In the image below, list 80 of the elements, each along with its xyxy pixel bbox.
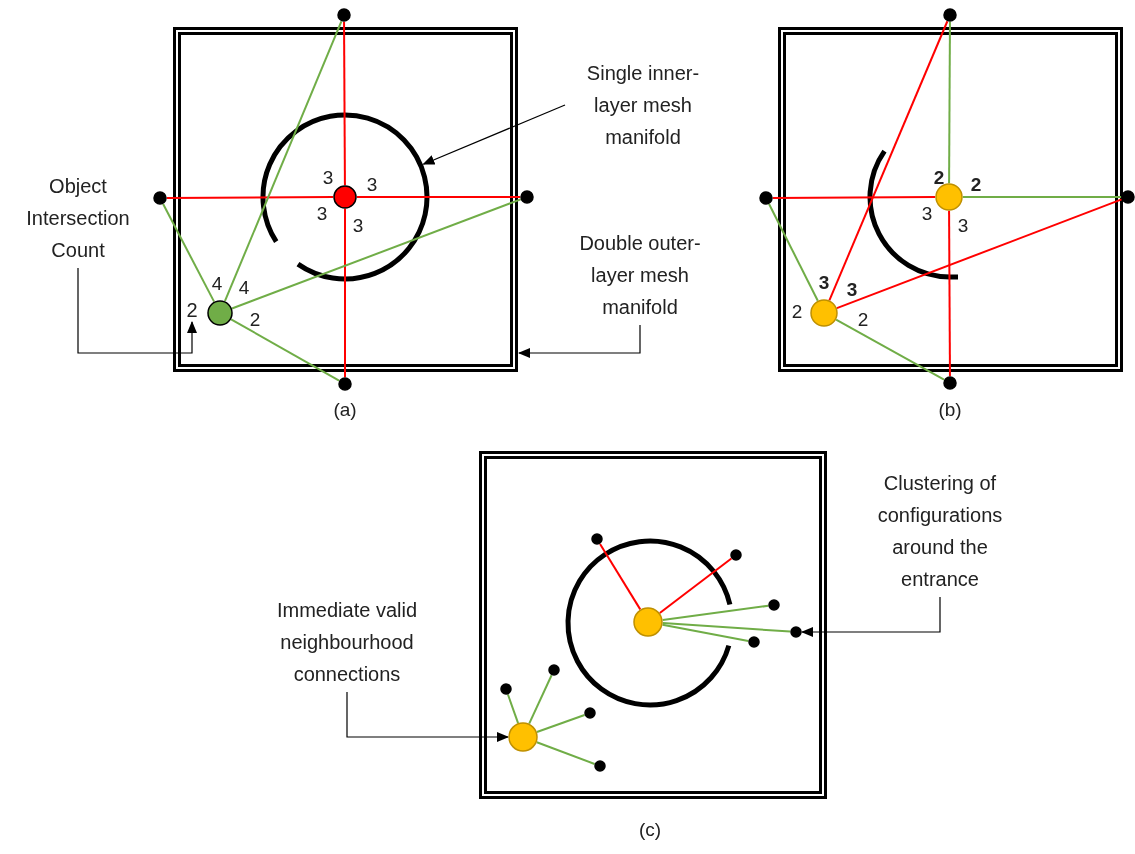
intersection-count: 3 — [818, 272, 830, 294]
dot — [336, 7, 352, 23]
callout-text: Double outer-layer mesh manifold — [565, 227, 715, 323]
dot — [499, 682, 513, 696]
connection-line — [948, 20, 951, 185]
connection-line — [599, 542, 642, 611]
intersection-count: 3 — [957, 215, 969, 237]
connection-line — [223, 20, 343, 303]
dot — [747, 635, 761, 649]
node-circle — [934, 182, 964, 212]
connection-line — [661, 604, 770, 621]
dot — [547, 663, 561, 677]
dot — [152, 190, 168, 206]
connection-line — [230, 318, 341, 382]
panel-caption: (c) — [638, 819, 662, 841]
connection-line — [528, 674, 553, 725]
intersection-count: 3 — [846, 279, 858, 301]
panel-caption: (b) — [938, 399, 962, 421]
dot — [942, 375, 958, 391]
leader-line — [422, 104, 566, 165]
connection-line — [961, 196, 1123, 198]
dot — [1120, 189, 1135, 205]
leader-line — [801, 596, 941, 637]
node-circle — [332, 184, 358, 210]
connection-line — [506, 693, 520, 725]
connection-line — [768, 203, 819, 302]
intersection-count: 2 — [791, 301, 803, 323]
callout-text: Immediate valid neighbourhood connections — [264, 594, 430, 690]
dot — [789, 625, 803, 639]
intersection-count: 4 — [238, 277, 250, 299]
node-circle — [632, 606, 664, 638]
connection-line — [343, 20, 346, 187]
intersection-count: 3 — [921, 203, 933, 225]
connection-line — [230, 198, 522, 310]
intersection-count: 4 — [211, 273, 223, 295]
connection-line — [535, 741, 596, 765]
dot — [758, 190, 774, 206]
intersection-count: 3 — [322, 167, 334, 189]
intersection-count: 3 — [316, 203, 328, 225]
dot — [593, 759, 607, 773]
intersection-count: 2 — [249, 309, 261, 331]
node-circle — [206, 299, 234, 327]
dot — [519, 189, 535, 205]
intersection-count: 3 — [352, 215, 364, 237]
double-border-square — [173, 27, 518, 372]
intersection-count: 2 — [857, 309, 869, 331]
dot — [729, 548, 743, 562]
dot — [942, 7, 958, 23]
connection-line — [344, 207, 346, 379]
intersection-count: 2 — [184, 299, 200, 321]
connection-line — [828, 20, 949, 302]
connection-line — [162, 203, 216, 303]
connection-line — [535, 713, 586, 733]
dot — [583, 706, 597, 720]
leader-line — [518, 324, 641, 358]
dot — [337, 376, 353, 392]
callout-text: Object Intersection Count — [13, 170, 143, 266]
intersection-count: 2 — [970, 174, 982, 196]
connection-line — [658, 557, 733, 615]
node-circle — [507, 721, 539, 753]
callout-text: Clustering of configurations around the entrance — [865, 467, 1015, 595]
intersection-count: 3 — [366, 174, 378, 196]
connection-line — [661, 622, 792, 633]
node-circle — [809, 298, 839, 328]
leader-line — [77, 267, 197, 354]
intersection-count: 2 — [933, 167, 945, 189]
connection-line — [835, 318, 946, 381]
double-border-square — [479, 451, 827, 799]
connection-line — [771, 196, 937, 199]
connection-line — [835, 198, 1123, 310]
double-border-square — [778, 27, 1123, 372]
connection-line — [165, 196, 335, 199]
connection-line — [661, 623, 750, 642]
callout-text: Single inner-layer mesh manifold — [568, 57, 718, 153]
connection-line — [948, 209, 951, 378]
connection-line — [355, 196, 522, 198]
dot — [590, 532, 604, 546]
panel-caption: (a) — [333, 399, 357, 421]
dot — [767, 598, 781, 612]
leader-line — [346, 691, 509, 742]
